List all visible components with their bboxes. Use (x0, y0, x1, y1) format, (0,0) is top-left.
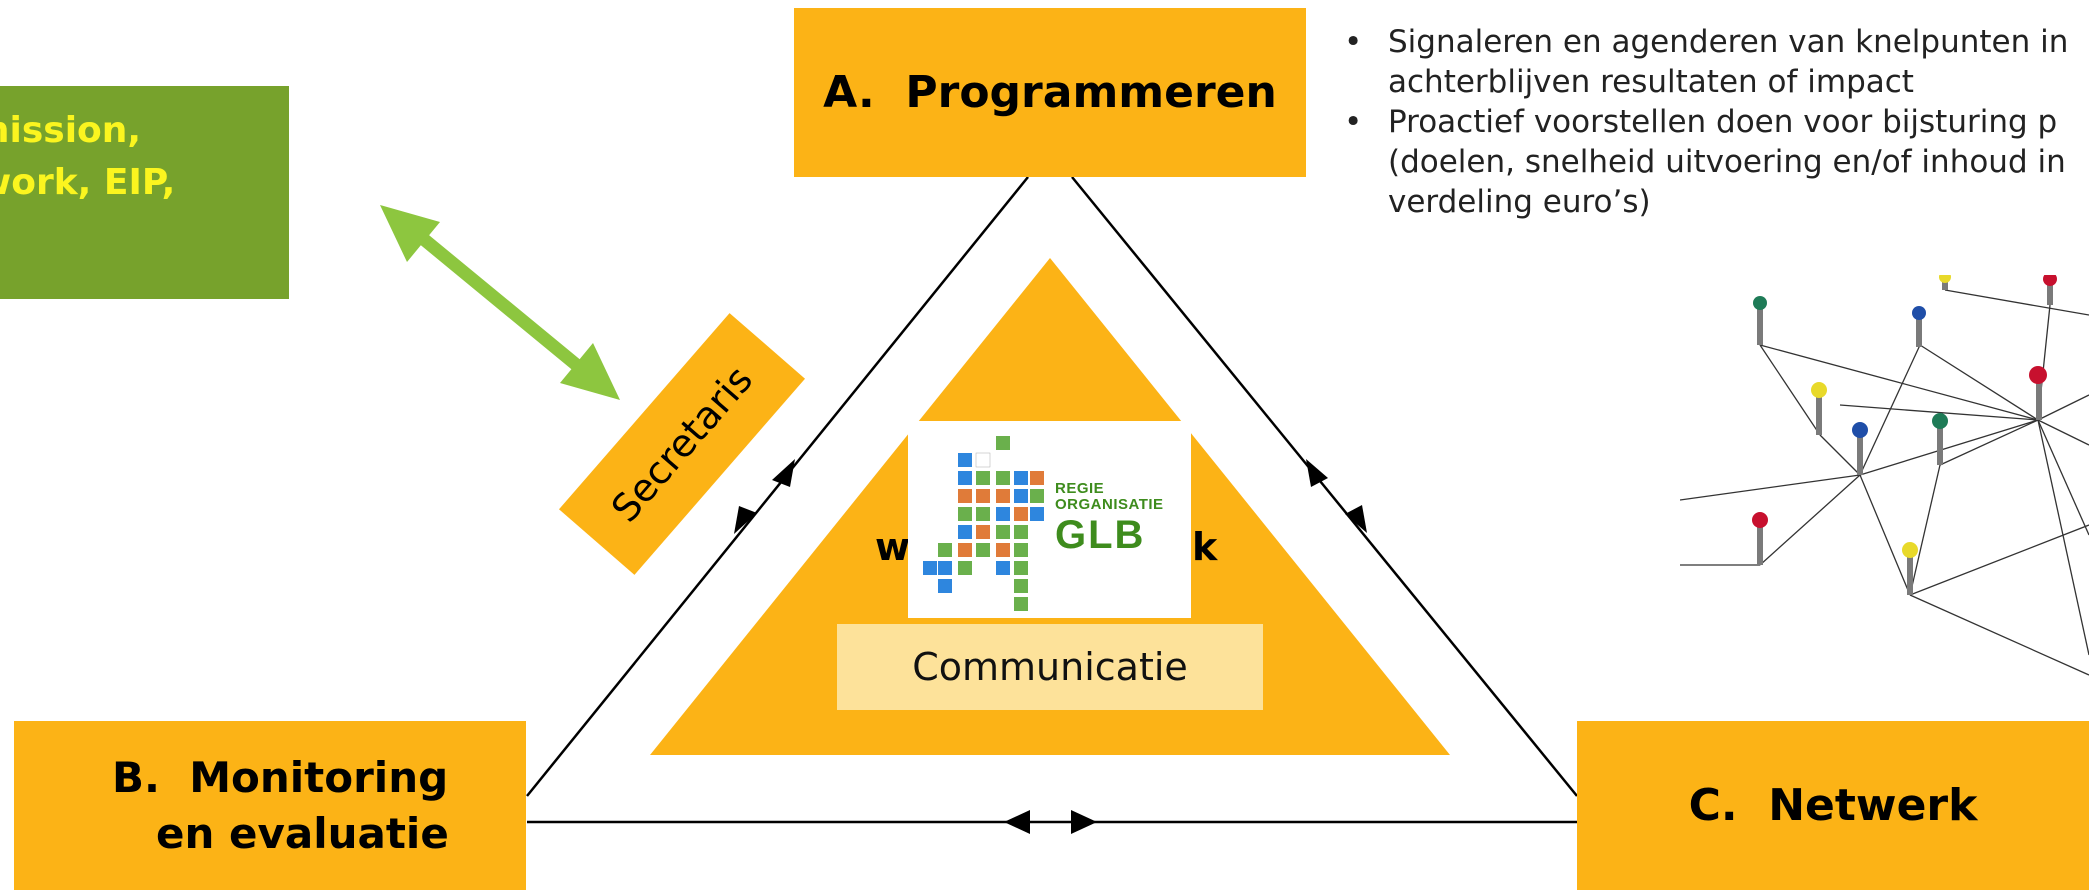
green-box-line-2: work, EIP, (0, 162, 176, 203)
arrowhead-bottom-right (1071, 810, 1097, 834)
logo-line-1: REGIE (1055, 480, 1105, 497)
bullet-1-line-1: Signaleren en agenderen van knelpunten i… (1388, 24, 2069, 60)
logo-line-3: GLB (1055, 513, 1146, 557)
arrowhead-left-down (734, 506, 757, 534)
box-netwerk-label: C. Netwerk (1688, 780, 1978, 831)
box-monitoring: B. Monitoring en evaluatie (14, 721, 526, 890)
edge-a-c (1071, 176, 1578, 797)
logo-wordmark: REGIE ORGANISATIE GLB (1055, 480, 1164, 558)
network-pins-illustration (1680, 275, 2089, 676)
bullet-1-line-2: achterblijven resultaten of impact (1388, 64, 1914, 100)
bullet-2-line-3: verdeling euro’s) (1388, 184, 1651, 220)
bullet-list: Signaleren en agenderen van knelpunten i… (1340, 22, 2089, 222)
bullet-item-1: Signaleren en agenderen van knelpunten i… (1340, 22, 2089, 102)
bullet-item-2: Proactief voorstellen doen voor bijsturi… (1340, 102, 2089, 222)
green-box-line-1: mission, (0, 110, 142, 151)
double-arrow-icon (380, 205, 620, 400)
network-pins-image (1680, 275, 2089, 695)
arrowhead-right-up (1306, 459, 1328, 487)
box-netwerk: C. Netwerk (1577, 721, 2089, 890)
box-monitoring-line-2: en evaluatie (156, 808, 449, 858)
bullet-2-line-1: Proactief voorstellen doen voor bijsturi… (1388, 104, 2058, 140)
regie-organisatie-glb-logo: REGIE ORGANISATIE GLB (908, 421, 1191, 618)
green-info-box: mission, work, EIP, (0, 86, 289, 299)
box-programmeren: A. Programmeren (794, 8, 1306, 177)
logo-mosaic-icon (923, 436, 1044, 611)
arrowhead-left-up (772, 459, 795, 487)
inner-text-fragment-k: k (1192, 525, 1218, 569)
arrowhead-right-down (1345, 505, 1367, 533)
communicatie-label: Communicatie (912, 645, 1188, 689)
edge-a-b (526, 176, 1029, 797)
box-programmeren-label: A. Programmeren (823, 67, 1277, 118)
box-monitoring-line-1: B. Monitoring (112, 752, 449, 802)
bullet-2-line-2: (doelen, snelheid uitvoering en/of inhou… (1388, 144, 2066, 180)
communicatie-box: Communicatie (837, 624, 1263, 710)
arrowhead-bottom-left (1004, 810, 1030, 834)
logo-line-2: ORGANISATIE (1055, 496, 1164, 513)
inner-text-fragment-w: w (875, 525, 911, 569)
